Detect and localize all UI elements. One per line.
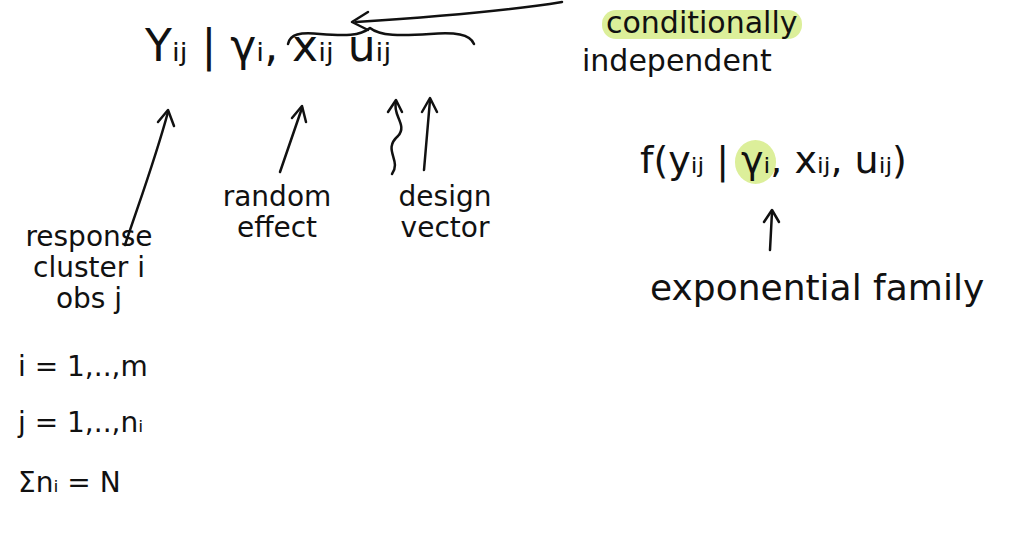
index-range: i = 1,..,m <box>18 352 148 383</box>
annotation: exponential family <box>650 268 984 308</box>
note-text: independent <box>582 44 772 77</box>
arrow-head <box>388 100 402 112</box>
density-formula: f(yᵢⱼ | γᵢ, xᵢⱼ, uᵢⱼ) <box>640 140 907 182</box>
leader-arrow <box>424 100 430 170</box>
arrow-head <box>158 110 174 126</box>
index-range: j = 1,..,nᵢ <box>18 408 143 439</box>
sum-constraint: Σnᵢ = N <box>18 468 121 499</box>
model-formula: Yᵢⱼ | γᵢ, xᵢⱼ uᵢⱼ <box>145 22 391 70</box>
arrow-head <box>422 98 437 112</box>
leader-arrow <box>392 102 402 174</box>
annotation: response cluster i obs j <box>14 222 164 314</box>
leader-arrow <box>356 2 562 22</box>
arrow-head <box>764 210 779 222</box>
annotation: random effect <box>212 182 342 244</box>
note-text: conditionally <box>606 6 798 39</box>
leader-arrow <box>770 212 772 250</box>
annotation: design vector <box>380 182 510 244</box>
arrow-head <box>292 106 306 122</box>
